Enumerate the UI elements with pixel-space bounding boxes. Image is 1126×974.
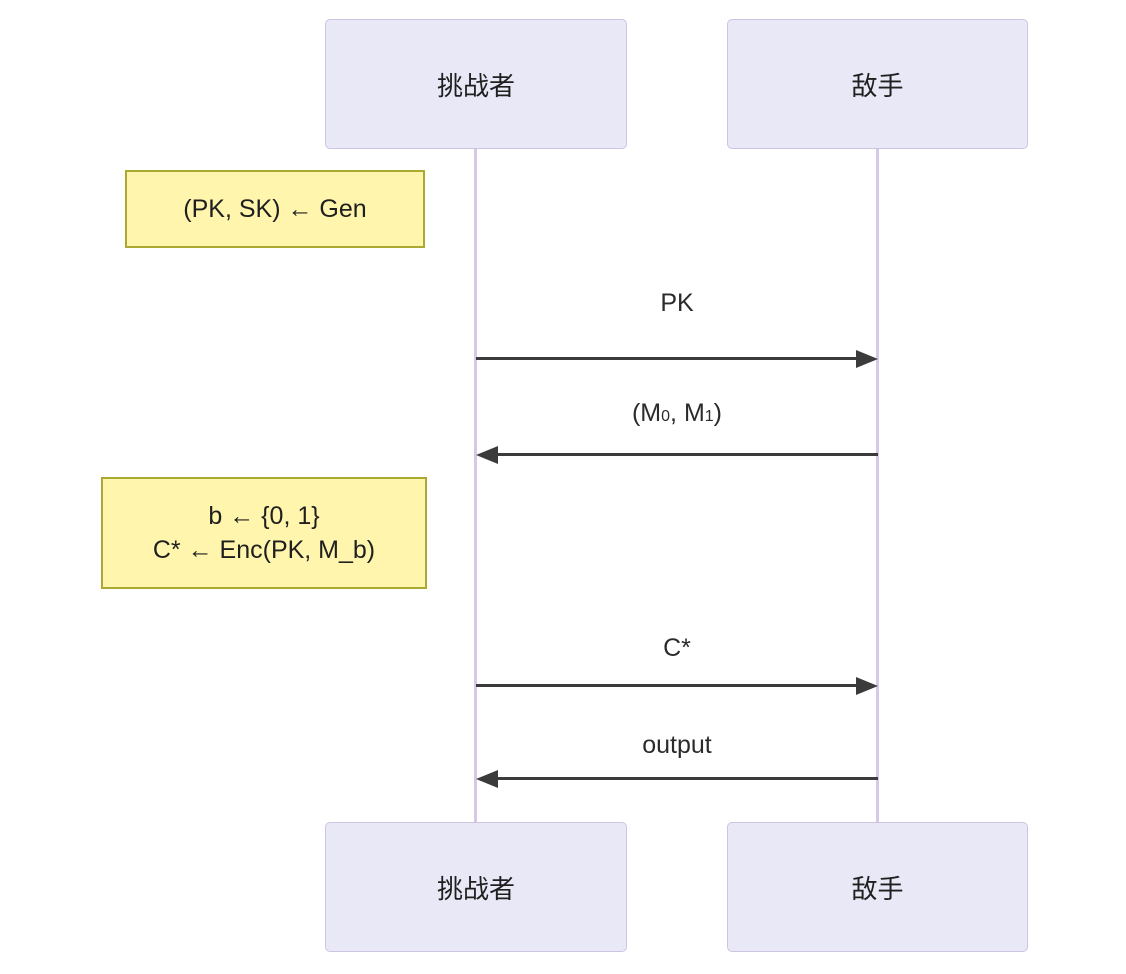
lifeline-adversary — [876, 149, 879, 822]
actor-label: 挑战者 — [436, 873, 515, 904]
message-line-cstar — [476, 684, 858, 687]
message-label-m0-m1: (M0, M1) — [476, 399, 878, 428]
message-line-m0-m1 — [496, 453, 878, 456]
arrowhead-left-icon — [476, 770, 498, 788]
arrowhead-right-icon — [856, 677, 878, 695]
note-line: (PK, SK) ← Gen — [183, 194, 367, 223]
message-label-part: (M — [631, 399, 662, 427]
message-label-part: ) — [713, 399, 722, 427]
actor-bottom-challenger: 挑战者 — [325, 822, 627, 952]
message-label-pk: PK — [660, 289, 694, 317]
arrowhead-right-icon — [856, 350, 878, 368]
actor-label: 敌手 — [851, 70, 904, 101]
actor-label: 敌手 — [851, 873, 904, 904]
lifeline-challenger — [474, 149, 477, 822]
message-label-part: , M — [670, 399, 705, 427]
note-line: b ← {0, 1} — [208, 501, 320, 530]
message-label-cstar: C* — [663, 634, 691, 662]
actor-top-challenger: 挑战者 — [325, 19, 627, 149]
actor-top-adversary: 敌手 — [727, 19, 1028, 149]
message-line-pk — [476, 357, 858, 360]
note-keygen: (PK, SK) ← Gen — [125, 170, 425, 248]
message-label-subscript: 1 — [704, 408, 714, 425]
arrowhead-left-icon — [476, 446, 498, 464]
note-challenge: b ← {0, 1} C* ← Enc(PK, M_b) — [101, 477, 427, 589]
message-line-output — [496, 777, 878, 780]
actor-bottom-adversary: 敌手 — [727, 822, 1028, 952]
actor-label: 挑战者 — [436, 70, 515, 101]
message-label-subscript: 0 — [661, 408, 671, 425]
note-line: C* ← Enc(PK, M_b) — [152, 536, 376, 564]
message-label-output: output — [642, 731, 712, 759]
